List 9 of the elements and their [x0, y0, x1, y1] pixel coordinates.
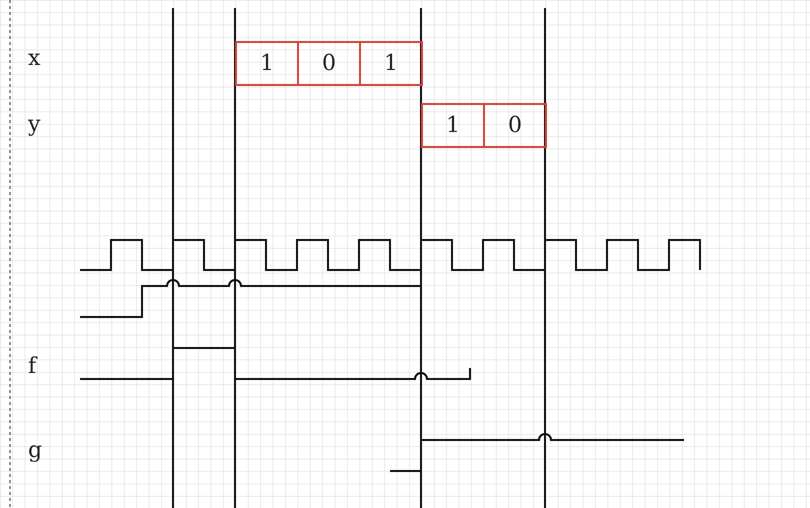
- signal-label: y: [28, 112, 40, 137]
- signal-label: x: [28, 46, 40, 71]
- bit-cell: 1: [421, 103, 485, 148]
- bit-cell: 0: [297, 41, 361, 86]
- bit-cell: 0: [483, 103, 547, 148]
- bit-cell: 1: [235, 41, 299, 86]
- signal-label: g: [28, 438, 42, 463]
- signal-label: f: [28, 354, 36, 379]
- bit-cell: 1: [359, 41, 423, 86]
